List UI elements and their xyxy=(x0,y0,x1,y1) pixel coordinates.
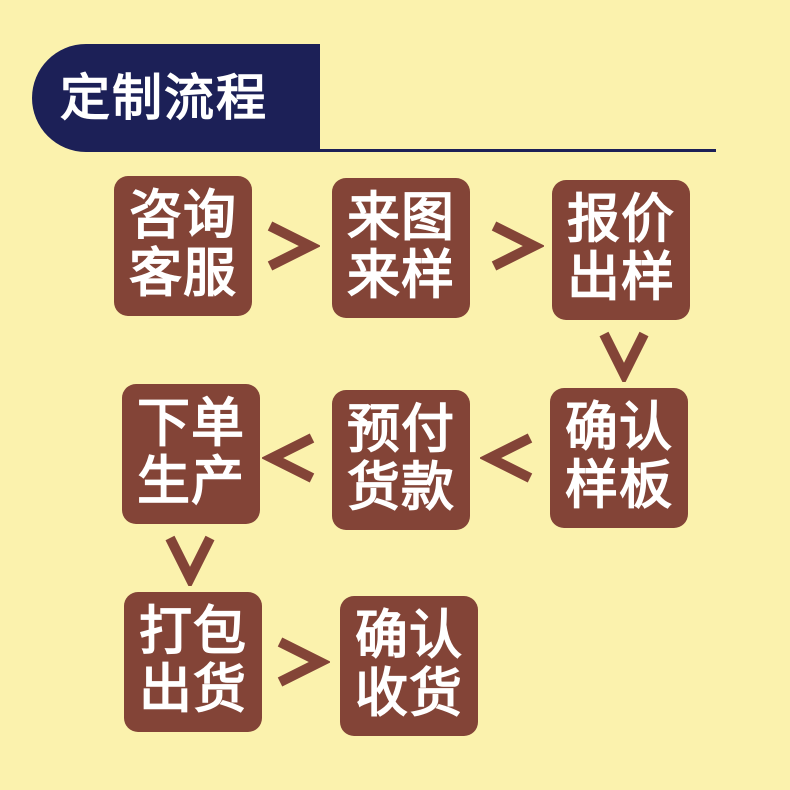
step-deposit: 预付 货款 xyxy=(332,390,470,530)
step-label: 客服 xyxy=(129,242,237,304)
step-label: 出样 xyxy=(567,246,675,308)
step-consult: 咨询 客服 xyxy=(114,176,252,316)
step-label: 样板 xyxy=(565,454,673,516)
step-label: 下单 xyxy=(137,392,245,454)
arrow-down-icon xyxy=(162,530,218,586)
arrow-right-icon xyxy=(262,214,320,278)
step-label: 收货 xyxy=(355,662,463,724)
step-label: 咨询 xyxy=(129,184,237,246)
arrow-right-icon xyxy=(486,214,544,278)
step-label: 出货 xyxy=(139,658,247,720)
step-label: 打包 xyxy=(139,600,247,662)
step-order-production: 下单 生产 xyxy=(122,384,260,524)
step-label: 报价 xyxy=(567,188,675,250)
arrow-left-icon xyxy=(480,426,538,490)
step-label: 来样 xyxy=(347,244,455,306)
step-label: 确认 xyxy=(355,604,463,666)
header-underline xyxy=(320,149,716,152)
step-label: 货款 xyxy=(347,456,455,518)
step-pack-ship: 打包 出货 xyxy=(124,592,262,732)
arrow-right-icon xyxy=(272,630,330,694)
step-label: 生产 xyxy=(137,450,245,512)
step-quote-sample: 报价 出样 xyxy=(552,180,690,320)
step-send-design: 来图 来样 xyxy=(332,178,470,318)
step-confirm-sample: 确认 样板 xyxy=(550,388,688,528)
arrow-left-icon xyxy=(262,426,320,490)
arrow-down-icon xyxy=(596,326,652,382)
step-label: 确认 xyxy=(565,396,673,458)
page-title: 定制流程 xyxy=(60,68,268,127)
step-confirm-receipt: 确认 收货 xyxy=(340,596,478,736)
step-label: 来图 xyxy=(347,186,455,248)
step-label: 预付 xyxy=(347,398,455,460)
header-banner xyxy=(32,44,320,152)
